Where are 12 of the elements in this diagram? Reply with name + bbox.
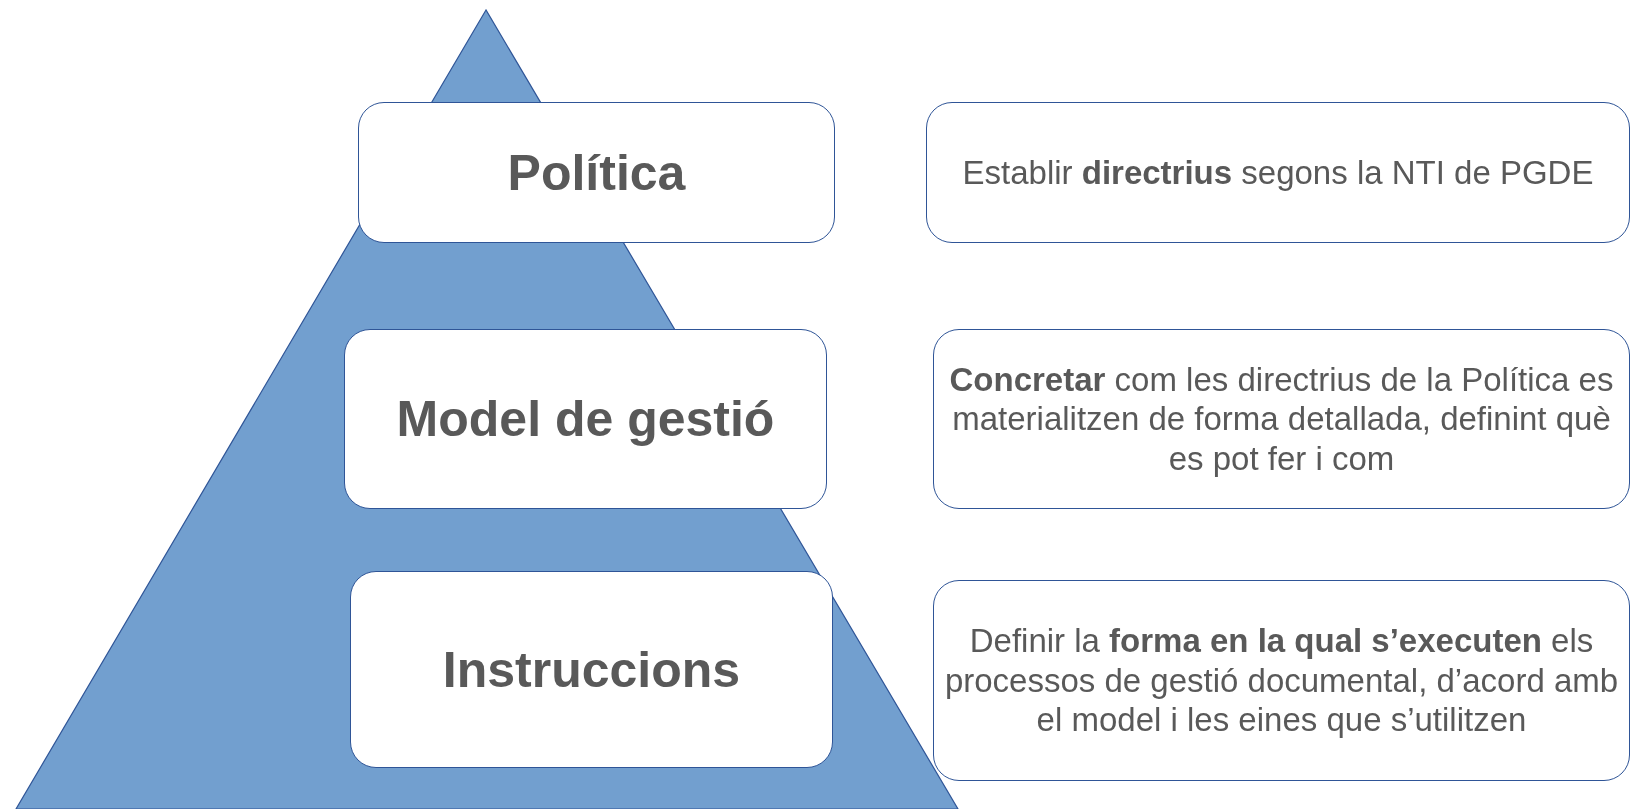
level-box — [350, 571, 833, 768]
description-text: Definir la forma en la qual s’executen els processos de gestió documental, d’acord amb el model i les eines que s’utilitzen — [943, 621, 1620, 740]
level-box — [344, 329, 827, 509]
description-text: Concretar com les directrius de la Política es materialitzen de forma detallada, definint què es pot fer i com — [948, 359, 1615, 479]
level-title: Instruccions — [442, 640, 741, 699]
description-box — [926, 102, 1630, 243]
description-box — [933, 580, 1630, 781]
level-title: Model de gestió — [396, 390, 775, 448]
level-title: Política — [507, 143, 686, 202]
level-box — [358, 102, 835, 243]
description-text: Establir directrius segons la NTI de PGDE — [961, 152, 1595, 193]
description-box — [933, 329, 1630, 509]
